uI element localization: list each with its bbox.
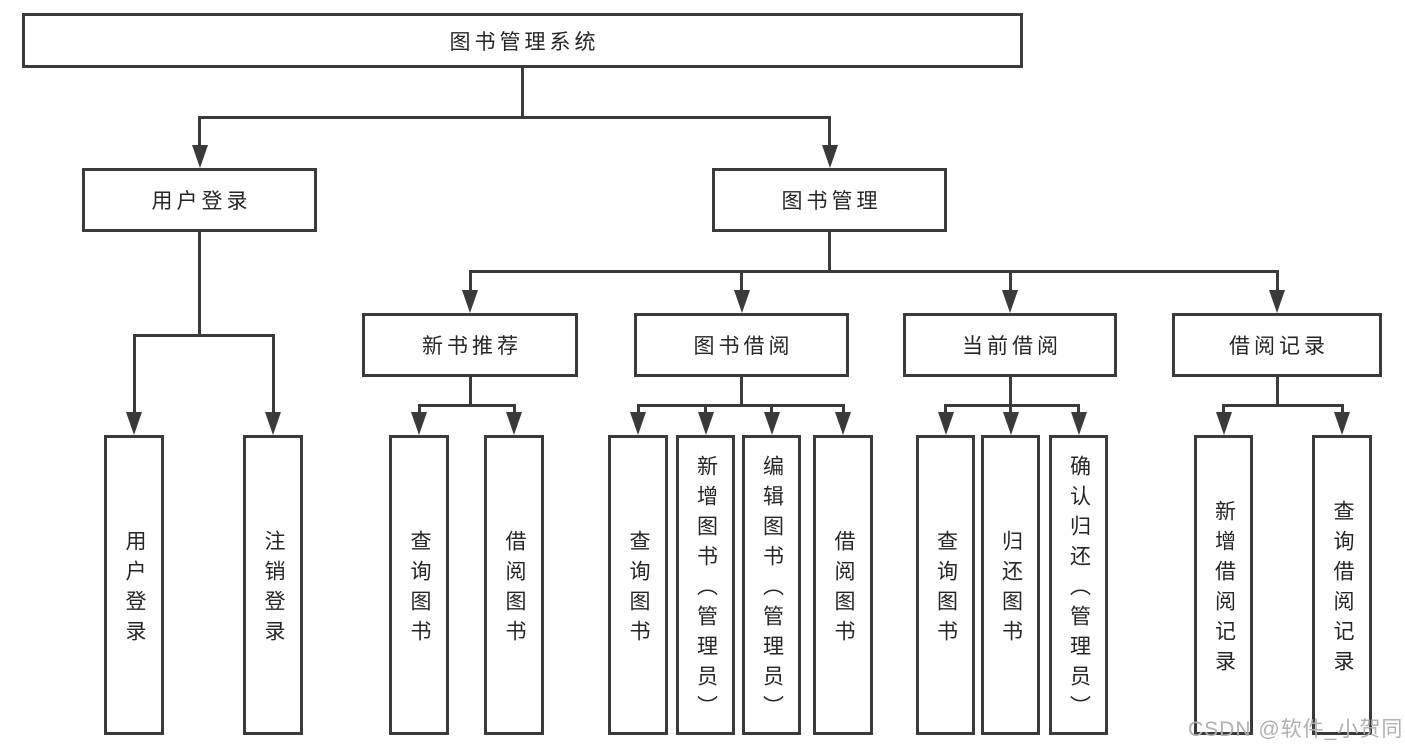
node-leaf-borrow-books-2: 借阅图书 — [813, 435, 873, 735]
node-label: 查询图书 — [627, 529, 650, 650]
connector-stem — [1008, 377, 1012, 405]
connector-branch-line — [944, 403, 1080, 407]
connector-stem — [132, 335, 136, 412]
node-current-borrowing: 当前借阅 — [903, 313, 1117, 377]
node-leaf-return-books: 归还图书 — [981, 435, 1040, 735]
node-leaf-add-borrow-record: 新增借阅记录 — [1194, 435, 1253, 735]
node-label: 查询图书 — [408, 529, 431, 650]
node-label: 新增图书（管理员） — [694, 454, 718, 725]
connector-branch-line — [132, 333, 275, 337]
node-label: 查询图书 — [934, 529, 958, 650]
arrowhead-down-icon — [506, 412, 522, 435]
connector-stem — [468, 377, 472, 405]
arrowhead-down-icon — [411, 412, 427, 435]
node-book-borrowing: 图书借阅 — [634, 313, 849, 377]
arrowhead-down-icon — [1334, 412, 1350, 435]
connector-stem — [468, 271, 472, 290]
arrowhead-down-icon — [697, 412, 714, 435]
node-label: 借阅图书 — [832, 529, 855, 650]
node-label: 当前借阅 — [962, 335, 1062, 358]
connector-stem — [1077, 405, 1080, 412]
arrowhead-down-icon — [821, 145, 838, 168]
node-leaf-borrow-books-1: 借阅图书 — [484, 435, 544, 735]
connector-stem — [1222, 405, 1225, 412]
node-label: 查询借阅记录 — [1331, 499, 1354, 680]
connector-stem — [828, 232, 831, 271]
connector-stem — [198, 232, 201, 335]
node-label: 图书借阅 — [693, 335, 794, 358]
node-label: 图书管理系统 — [449, 30, 600, 54]
connector-stem — [704, 405, 707, 412]
connector-stem — [1340, 405, 1344, 412]
node-leaf-edit-book-admin: 编辑图书（管理员） — [742, 435, 801, 735]
node-label: 用户登录 — [123, 529, 146, 650]
connector-stem — [740, 271, 743, 290]
connector-branch-line — [636, 403, 845, 407]
arrowhead-down-icon — [191, 145, 208, 168]
node-label: 新书推荐 — [422, 335, 522, 358]
node-borrowing-records: 借阅记录 — [1172, 313, 1382, 377]
connector-stem — [1275, 271, 1279, 290]
node-label: 归还图书 — [999, 529, 1023, 650]
node-leaf-query-books-2: 查询图书 — [608, 435, 668, 735]
node-label: 确认归还（管理员） — [1067, 454, 1091, 725]
node-leaf-logout: 注销登录 — [243, 435, 303, 735]
node-root: 图书管理系统 — [22, 13, 1023, 68]
node-leaf-user-login: 用户登录 — [104, 435, 164, 735]
node-leaf-add-book-admin: 新增图书（管理员） — [676, 435, 735, 735]
connector-stem — [841, 405, 845, 412]
arrowhead-down-icon — [265, 412, 281, 435]
connector-stem — [1275, 377, 1279, 405]
connector-stem — [521, 68, 524, 117]
arrowhead-down-icon — [1215, 412, 1232, 435]
arrowhead-down-icon — [937, 412, 954, 435]
node-new-book-recommend: 新书推荐 — [362, 313, 578, 377]
node-label: 用户登录 — [151, 190, 252, 213]
connector-stem — [944, 405, 947, 412]
node-book-management: 图书管理 — [712, 168, 947, 232]
connector-stem — [770, 405, 773, 412]
node-leaf-query-borrow-record: 查询借阅记录 — [1312, 435, 1372, 735]
csdn-watermark: CSDN @软件_小贺同学 — [1188, 718, 1405, 741]
node-label: 借阅记录 — [1229, 335, 1329, 358]
arrowhead-down-icon — [1269, 290, 1285, 313]
connector-stem — [1009, 405, 1012, 412]
arrowhead-down-icon — [733, 290, 750, 313]
connector-stem — [417, 405, 421, 412]
connector-stem — [512, 405, 516, 412]
node-label: 图书管理 — [781, 190, 882, 213]
arrowhead-down-icon — [126, 412, 142, 435]
connector-stem — [198, 117, 201, 145]
node-label: 借阅图书 — [503, 529, 526, 650]
node-user-login: 用户登录 — [82, 168, 317, 232]
arrowhead-down-icon — [835, 412, 851, 435]
node-label: 新增借阅记录 — [1212, 499, 1236, 680]
connector-branch-line — [417, 403, 516, 407]
connector-stem — [636, 405, 640, 412]
arrowhead-down-icon — [763, 412, 780, 435]
connector-stem — [828, 117, 831, 145]
node-leaf-confirm-return-admin: 确认归还（管理员） — [1049, 435, 1108, 735]
connector-stem — [1008, 271, 1012, 290]
arrowhead-down-icon — [462, 290, 478, 313]
arrowhead-down-icon — [1070, 412, 1087, 435]
node-leaf-query-books-3: 查询图书 — [916, 435, 975, 735]
node-leaf-query-books-1: 查询图书 — [389, 435, 449, 735]
connector-stem — [740, 377, 743, 405]
node-label: 注销登录 — [262, 529, 285, 650]
arrowhead-down-icon — [630, 412, 646, 435]
connector-branch-line — [198, 115, 831, 119]
arrowhead-down-icon — [1002, 290, 1018, 313]
connector-branch-line — [468, 269, 1279, 273]
arrowhead-down-icon — [1002, 412, 1019, 435]
node-label: 编辑图书（管理员） — [760, 454, 784, 725]
connector-stem — [271, 335, 275, 412]
connector-branch-line — [1222, 403, 1344, 407]
